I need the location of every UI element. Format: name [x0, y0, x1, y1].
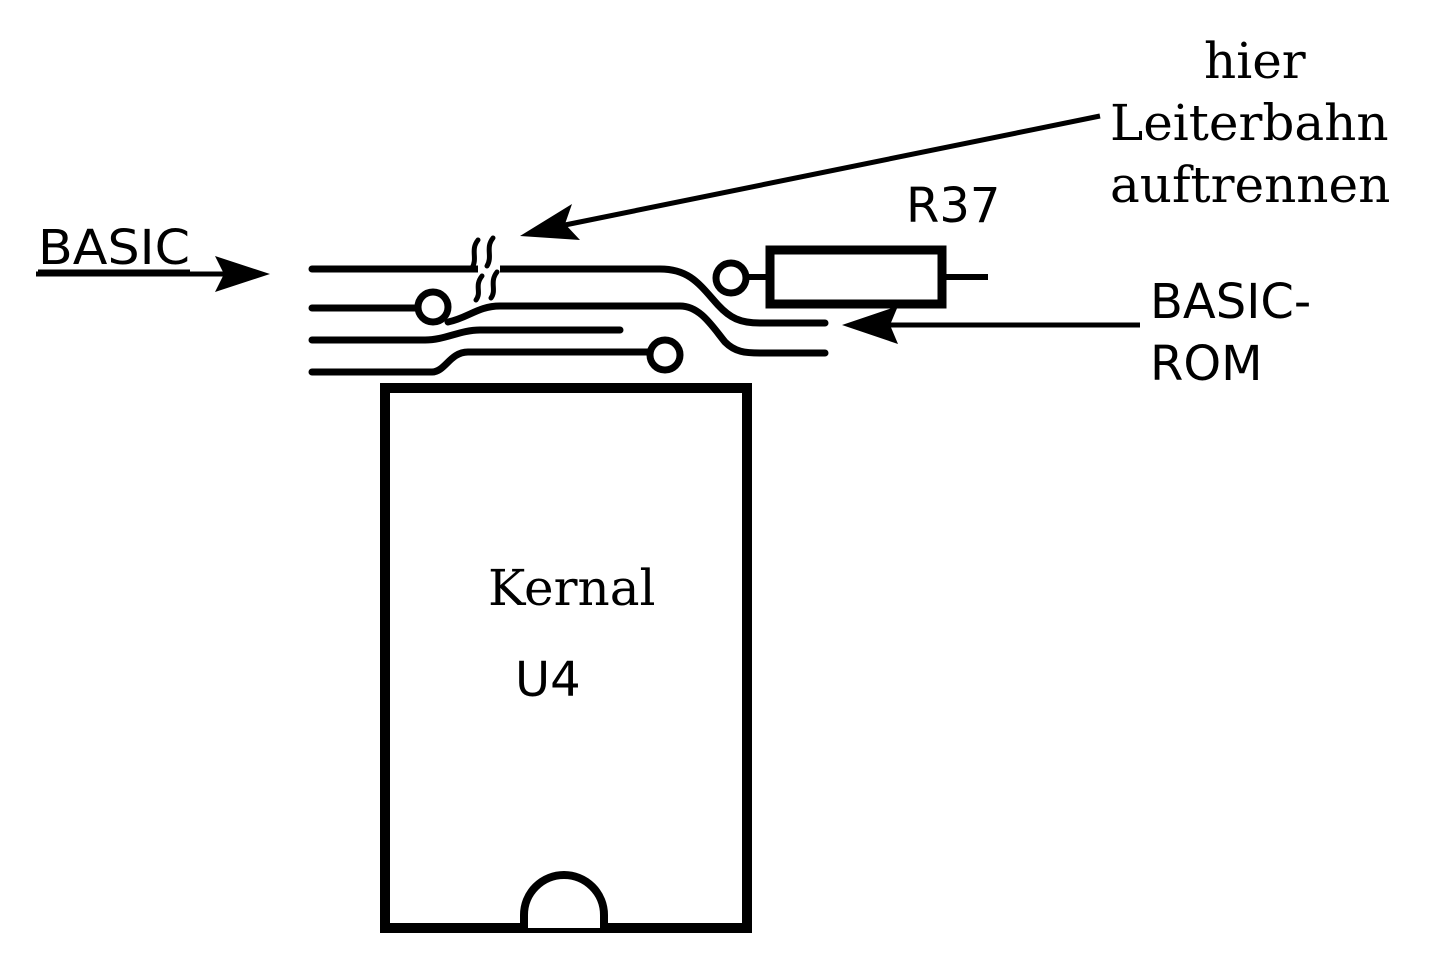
chip-ref-label: U4: [515, 652, 581, 708]
basic-rom-label-line1: BASIC-: [1150, 274, 1311, 330]
basic-rom-label-line2: ROM: [1150, 336, 1263, 392]
chip-notch: [520, 871, 608, 928]
basic-arrow: [36, 256, 270, 292]
cut-label-line1: hier: [1204, 32, 1306, 90]
via-pad-bottom: [646, 336, 684, 374]
cut-mark: [469, 235, 500, 303]
chip-name-label: Kernal: [488, 559, 656, 617]
cut-label-line3: auftrennen: [1110, 156, 1390, 214]
basic-rom-arrow: [842, 306, 1140, 344]
via-pad-left: [414, 288, 452, 326]
basic-label: BASIC: [38, 220, 190, 276]
trace-middle: [308, 302, 829, 357]
trace-top: [308, 265, 829, 327]
resistor-label: R37: [906, 178, 1000, 234]
cut-arrow: [520, 113, 1101, 240]
trace-lowest: [308, 348, 654, 376]
via-pad-resistor: [712, 259, 750, 297]
resistor-r37: [746, 245, 988, 309]
trace-bottom: [308, 326, 624, 344]
cut-label-line2: Leiterbahn: [1110, 94, 1389, 152]
kernal-chip-u4: [380, 383, 752, 933]
